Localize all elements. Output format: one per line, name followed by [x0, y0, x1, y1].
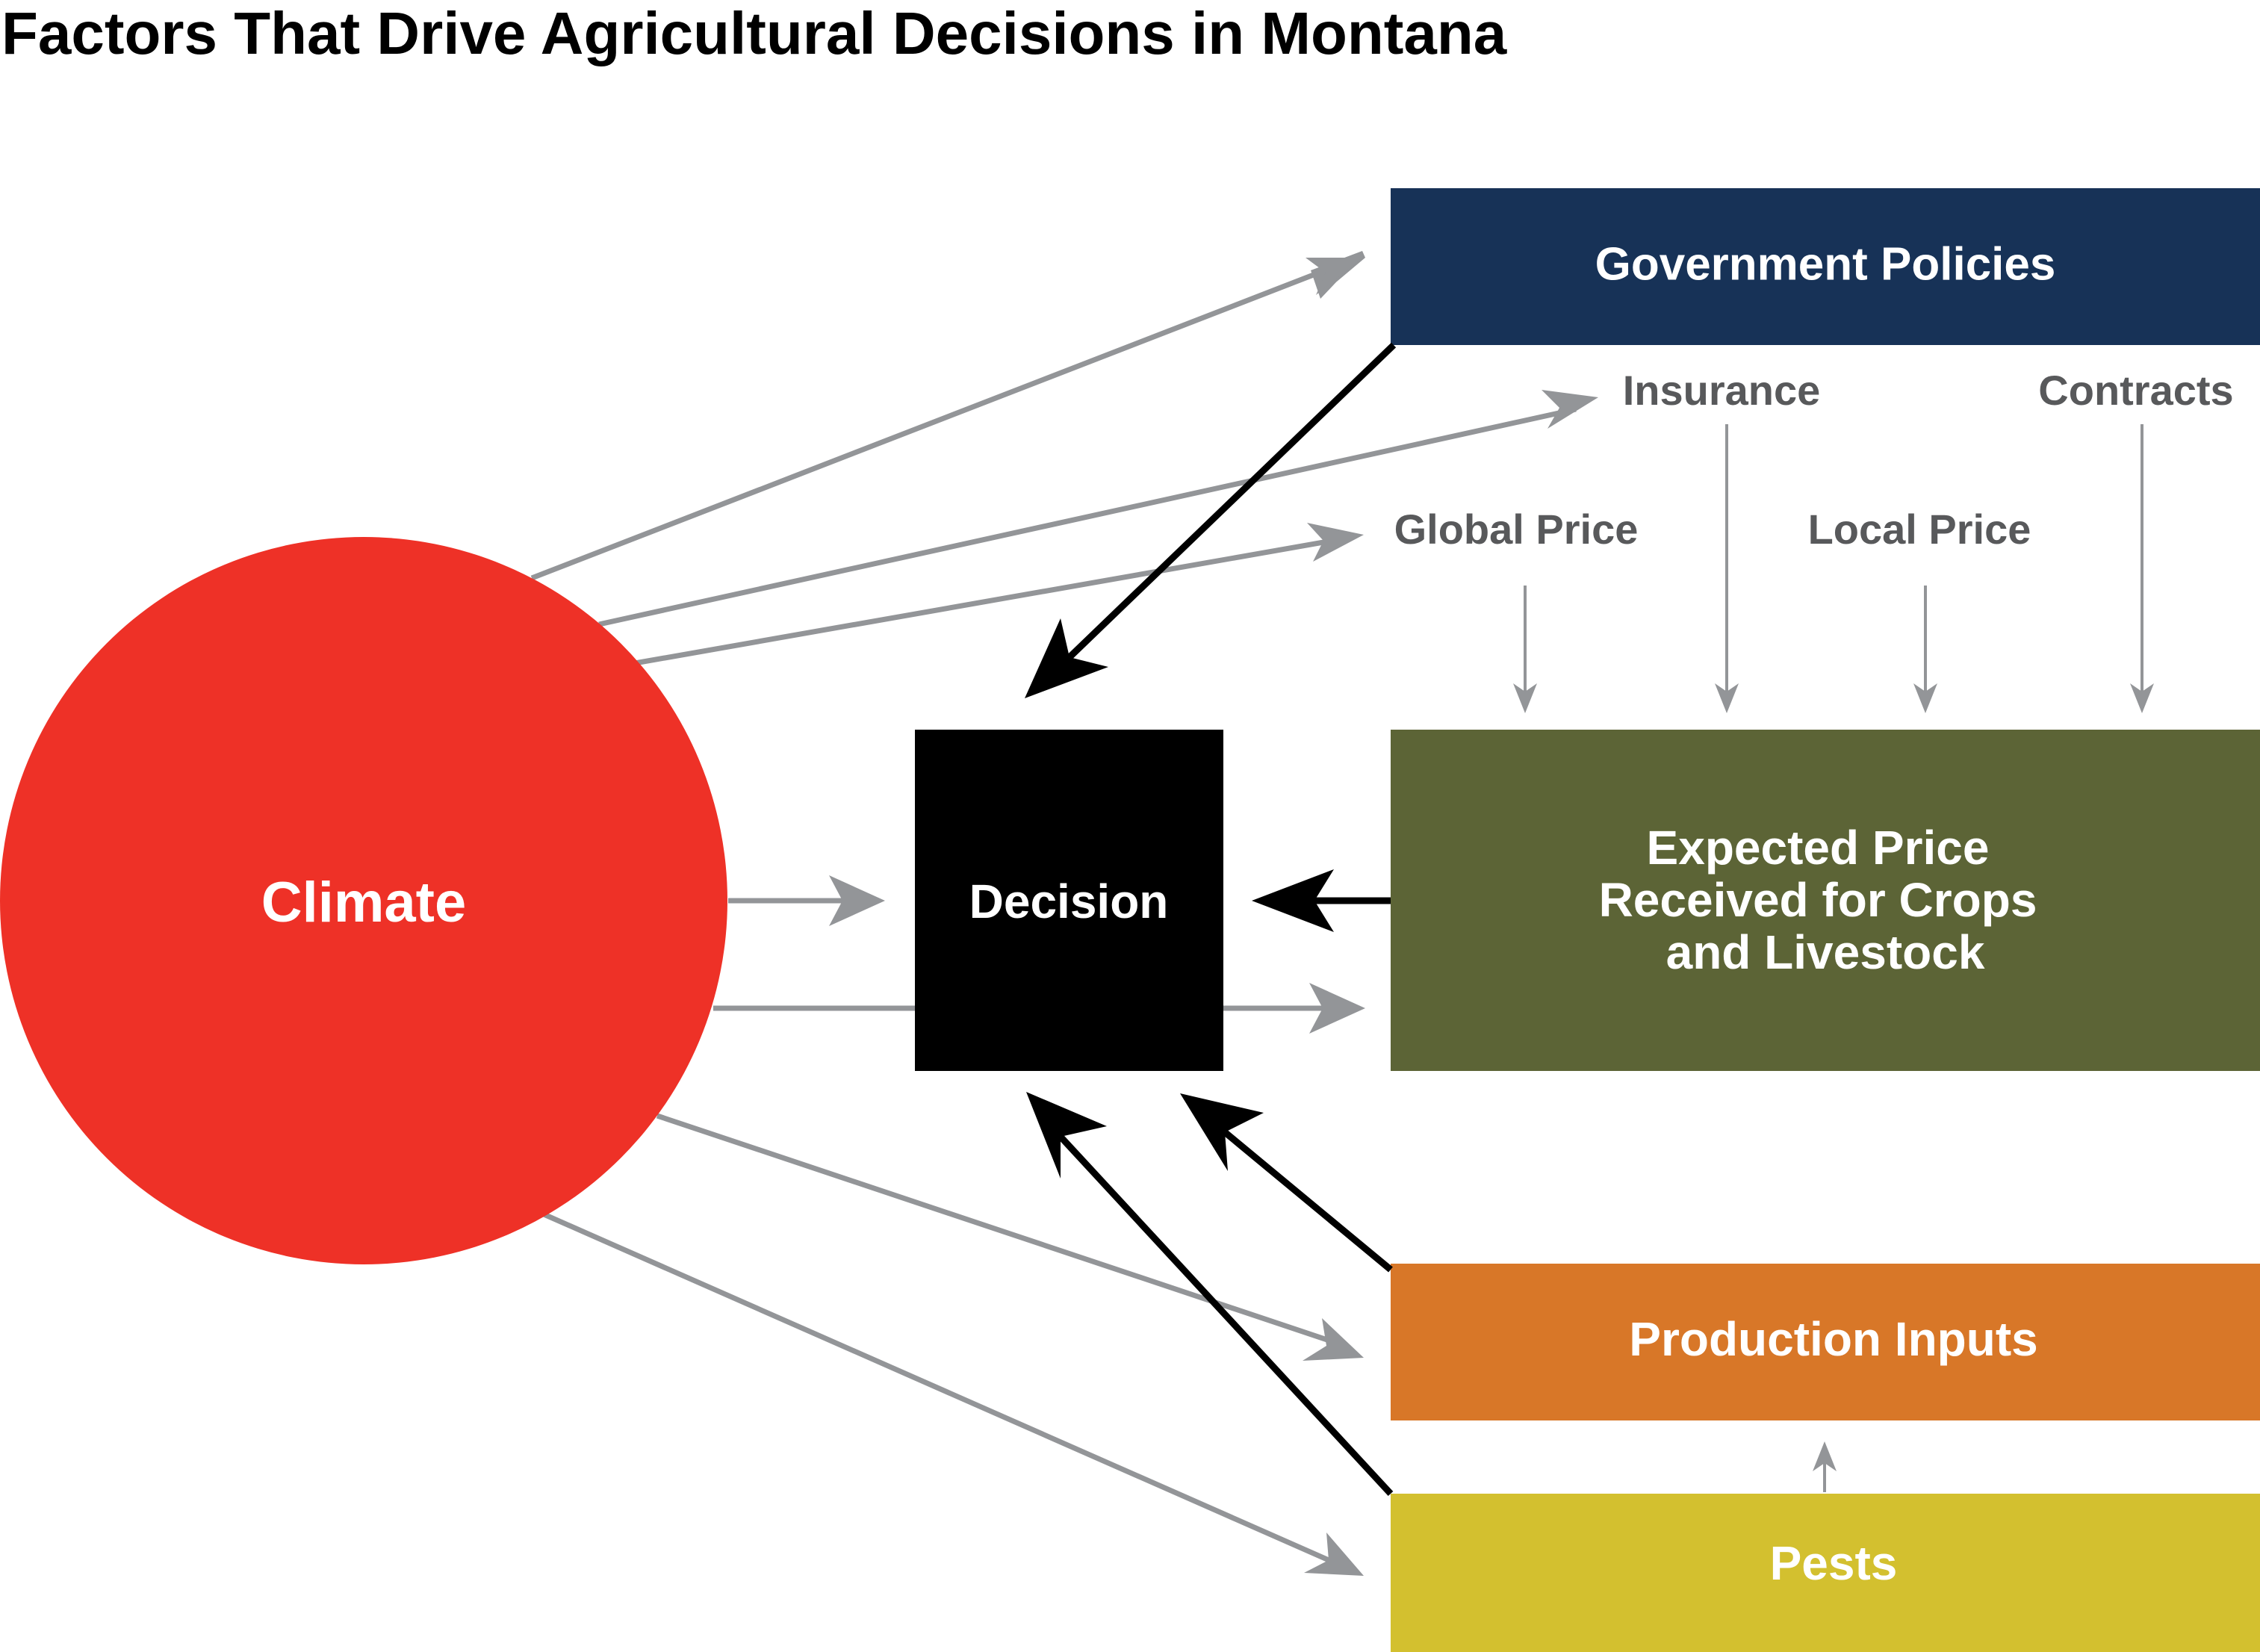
decision-node: [915, 730, 1223, 1071]
arrowhead-from-pests: [1026, 1092, 1107, 1179]
arrowhead-from-expected-price: [1252, 869, 1334, 932]
arrowhead-insurance: [1715, 683, 1739, 713]
climate-node: [0, 537, 727, 1264]
arrow-climate-to-production-inputs: [656, 1113, 1342, 1347]
arrowhead-from-production-inputs: [1180, 1093, 1264, 1171]
arrowhead-to-government: [1306, 258, 1362, 295]
pests-label: Pests: [1770, 1536, 1898, 1590]
arrow-production-inputs-to-decision: [1223, 1129, 1393, 1273]
arrowhead-to-production-inputs: [1303, 1318, 1364, 1361]
arrowhead-to-pests: [1304, 1533, 1364, 1576]
insurance-label: Insurance: [1623, 367, 1821, 414]
contracts-label: Contracts: [2038, 367, 2233, 414]
arrow-government-to-decision: [1067, 342, 1397, 660]
production-inputs-node: [1391, 1264, 2260, 1420]
climate-label: Climate: [261, 871, 467, 934]
arrowhead-contracts: [2130, 683, 2154, 713]
climate-arrowheads: [829, 258, 1598, 1576]
local-price-label: Local Price: [1808, 506, 2031, 553]
arrow-climate-to-government: [530, 258, 1350, 581]
decision-label: Decision: [969, 875, 1169, 928]
arrowhead-pests-up: [1813, 1441, 1837, 1471]
arrowhead-from-government: [1025, 618, 1108, 698]
arrowhead-to-insurance: [1542, 390, 1598, 429]
pests-node: [1391, 1494, 2260, 1652]
expected-price-label-line-3: and Livestock: [1666, 925, 1985, 979]
arrowhead-to-decision: [829, 875, 885, 926]
arrowhead-to-expected-price: [1309, 983, 1365, 1034]
expected-price-label-line-2: Received for Crops: [1599, 873, 2037, 927]
arrowhead-global-price: [1513, 683, 1537, 713]
arrow-climate-to-pests: [541, 1211, 1342, 1568]
expected-price-node: [1391, 730, 2260, 1071]
decision-arrowheads: [1025, 618, 1334, 1179]
government-policies-node: [1391, 188, 2260, 345]
factor-arrows: [1524, 424, 2143, 1492]
decision-arrows: [1058, 342, 1397, 1497]
expected-price-label-line-1: Expected Price: [1647, 821, 1990, 875]
factor-arrowheads: [1513, 683, 2154, 1471]
arrow-climate-to-insurance: [598, 406, 1577, 627]
government-policies-label: Government Policies: [1595, 238, 2056, 290]
arrow-climate-to-global-price: [634, 536, 1341, 666]
diagram-title: Factors That Drive Agricultural Decision…: [1, 0, 1507, 66]
arrow-pests-to-decision: [1058, 1134, 1394, 1497]
production-inputs-label: Production Inputs: [1629, 1312, 2038, 1366]
arrowhead-local-price: [1913, 683, 1937, 713]
global-price-label: Global Price: [1394, 506, 1639, 553]
arrowhead-to-global-price: [1307, 523, 1364, 562]
